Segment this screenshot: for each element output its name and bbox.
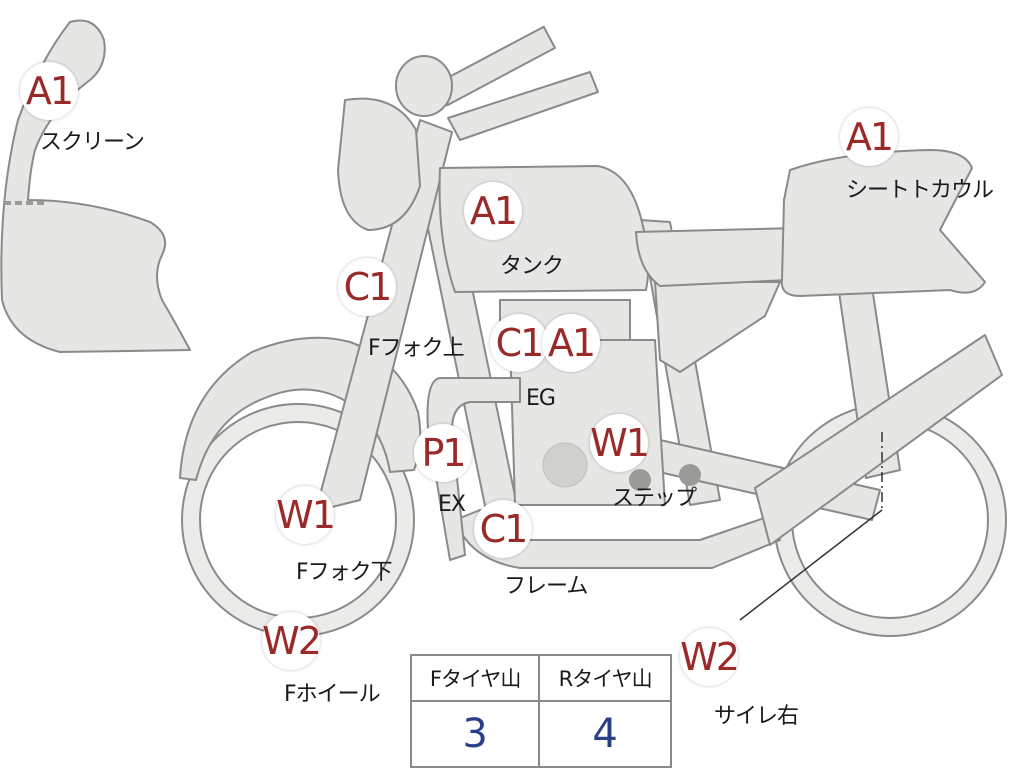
fork-lower-marker: W1: [276, 486, 336, 544]
exhaust-marker: P1: [414, 424, 472, 482]
front-tread-header: Fタイヤ山: [409, 654, 541, 702]
headlight: [337, 97, 421, 231]
tire-tread-table: Fタイヤ山 Rタイヤ山 3 4: [409, 654, 672, 768]
fork-upper-marker: C1: [338, 258, 396, 316]
step-marker: W1: [590, 414, 650, 472]
muffler-right-marker: W2: [680, 628, 740, 686]
step-peg-1: [629, 469, 651, 491]
exhaust-label: EX: [438, 492, 466, 517]
front-wheel-marker: W2: [262, 612, 322, 670]
rear-tread-value: 4: [538, 700, 672, 768]
rear-tread-header: Rタイヤ山: [538, 654, 672, 702]
frame-marker: C1: [474, 500, 532, 558]
tank-label: タンク: [500, 254, 564, 279]
tank-marker: A1: [464, 182, 522, 240]
muffler: [754, 334, 1003, 546]
screen-label: スクリーン: [40, 130, 145, 155]
seat: [635, 227, 801, 287]
muffler-right-label: サイレ右: [714, 704, 799, 729]
engine-marker-a1: A1: [542, 314, 600, 372]
step-label: ステップ: [612, 486, 697, 511]
fork: [319, 119, 453, 509]
engine-cover: [542, 442, 588, 488]
mirror: [395, 55, 453, 117]
screen-marker: A1: [20, 62, 78, 120]
front-wheel-label: Fホイール: [284, 682, 381, 707]
fork-upper-label: Fフォク上: [368, 336, 465, 361]
fork-lower-label: Fフォク下: [296, 560, 393, 585]
rear-shock: [654, 281, 781, 373]
seat-cowl-marker: A1: [840, 108, 898, 166]
engine-marker-c1: C1: [490, 314, 548, 372]
step-peg-2: [679, 464, 701, 486]
engine-label: EG: [526, 386, 556, 411]
muffler-leader-diag: [739, 509, 883, 621]
frame-label: フレーム: [504, 574, 588, 599]
front-tread-value: 3: [409, 700, 541, 768]
seat-cowl-label: シートトカウル: [846, 178, 994, 203]
handlebar: [447, 71, 599, 141]
